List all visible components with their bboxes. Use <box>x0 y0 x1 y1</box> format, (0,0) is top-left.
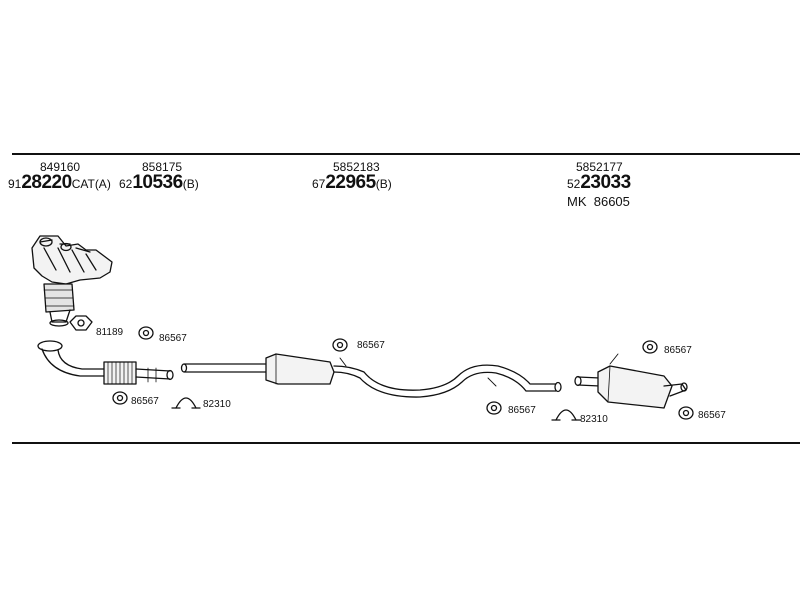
part-label-81189: 81189 <box>96 327 124 338</box>
prefix: 52 <box>567 177 581 191</box>
rubber-hanger-icon <box>112 391 128 405</box>
main-number: 22965 <box>325 172 376 193</box>
suffix: (B) <box>375 177 392 191</box>
rubber-hanger-icon <box>138 326 154 340</box>
part-number-849160: 849160 <box>40 160 81 174</box>
part-number-rear-silencer: 5223033 <box>567 173 631 192</box>
part-number-5852177: 5852177 <box>576 160 623 174</box>
pipe-clamp-icon <box>551 409 581 421</box>
part-label-86567: 86567 <box>357 340 385 351</box>
part-label-86567: 86567 <box>664 345 692 356</box>
top-rule <box>12 153 800 155</box>
part-number-858175: 858175 <box>142 160 183 174</box>
prefix: 91 <box>8 177 22 191</box>
main-number: 10536 <box>132 172 183 193</box>
suffix: (B) <box>182 177 199 191</box>
kit-number: 86605 <box>593 194 630 209</box>
middle-silencer-icon <box>180 353 562 398</box>
part-label-86567: 86567 <box>698 410 726 421</box>
suffix: CAT(A) <box>71 177 111 191</box>
catalyst-icon <box>43 283 75 327</box>
gasket-icon <box>69 315 93 331</box>
part-label-82310: 82310 <box>580 414 608 425</box>
main-number: 23033 <box>580 172 631 193</box>
front-pipe-icon <box>37 340 174 385</box>
rubber-hanger-icon <box>332 338 348 352</box>
part-number-catalyst: 9128220CAT(A) <box>8 173 111 192</box>
kit-label: MK <box>567 194 587 209</box>
rubber-hanger-icon <box>642 340 658 354</box>
prefix: 62 <box>119 177 133 191</box>
part-label-86567: 86567 <box>159 333 187 344</box>
pipe-clamp-icon <box>171 397 201 409</box>
rubber-hanger-icon <box>678 406 694 420</box>
manifold-icon <box>31 235 113 285</box>
part-number-5852183: 5852183 <box>333 160 380 174</box>
part-label-86567: 86567 <box>508 405 536 416</box>
bottom-rule <box>12 442 800 444</box>
rubber-hanger-icon <box>486 401 502 415</box>
part-number-middle-silencer: 6722965(B) <box>312 173 392 192</box>
part-label-82310: 82310 <box>203 399 231 410</box>
part-number-front-pipe: 6210536(B) <box>119 173 199 192</box>
prefix: 67 <box>312 177 326 191</box>
main-number: 28220 <box>21 172 72 193</box>
mounting-kit-label: MK 86605 <box>567 195 630 209</box>
rear-silencer-icon <box>574 353 688 409</box>
part-label-86567: 86567 <box>131 396 159 407</box>
